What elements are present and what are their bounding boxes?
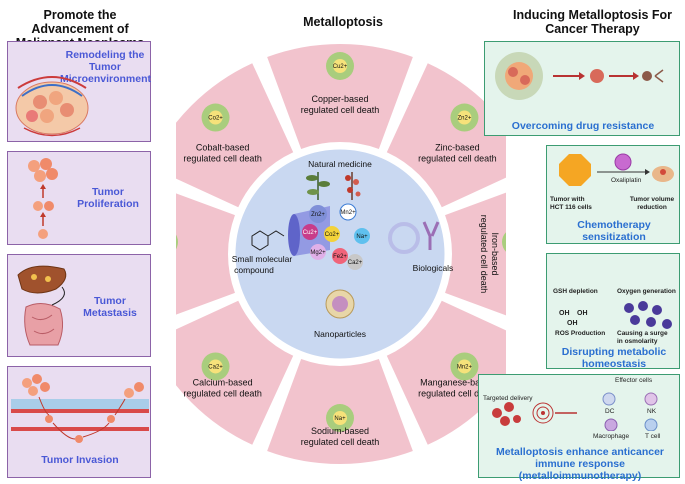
osmolarity-label: Causing a surge in osmolarity: [617, 330, 668, 345]
segment-cell-icon: [502, 232, 506, 252]
ion-label-na: Na+: [356, 234, 368, 240]
panel-title: Tumor Invasion: [41, 454, 119, 466]
macrophage-label: Macrophage: [593, 433, 630, 440]
oh-label-1: OH: [559, 310, 570, 317]
small-molecule-icon: [251, 230, 285, 251]
panel-title: Disrupting metabolic homeostasis: [561, 346, 667, 370]
effector-cells-label: Effector cells: [615, 377, 653, 384]
wheel-segment: [267, 44, 413, 149]
microenvironment-illustration: [15, 76, 89, 137]
metabolic-illustration: [624, 301, 672, 329]
panel-title: Overcoming drug resistance: [511, 120, 655, 132]
left-panel-microenvironment: Remodeling the Tumor Microenvironment: [7, 41, 151, 142]
dc-label: DC: [605, 408, 615, 415]
panel-title: Metalloptosis enhance anticancer immune …: [495, 446, 665, 482]
wheel-ring: [176, 44, 506, 464]
left-panel-invasion: Tumor Invasion: [7, 366, 151, 478]
right-panel-drug-resistance: Overcoming drug resistance: [484, 41, 680, 136]
ion-label-ca: Ca2+: [348, 260, 363, 266]
segment-ion-icon: [333, 59, 347, 73]
right-panel-immune: Targeted delivery Effector cells DC NK M…: [478, 374, 680, 482]
tumor-volume-label: Tumor volume reduction: [629, 196, 675, 211]
drug-resistance-illustration: [495, 52, 664, 100]
tumor-hct-label: Tumor with HCT 116 cells: [550, 196, 592, 211]
targeted-delivery-label: Targeted delivery: [483, 395, 533, 402]
oh-label-2: OH: [577, 310, 588, 317]
panel-title: Chemotherapy sensitization: [577, 219, 651, 243]
chemo-illustration: [559, 153, 674, 186]
wheel-segment: [176, 300, 294, 445]
wheel-segment: [176, 193, 235, 315]
segment-ion-label: Mn2+: [457, 364, 473, 370]
segment-ion-label: Na+: [334, 416, 346, 422]
wheel-segment: [176, 63, 294, 208]
ros-label: ROS Production: [555, 330, 606, 337]
biologicals-icon: [388, 221, 440, 254]
segment-ion-icon: [208, 110, 223, 125]
left-panel-proliferation: Tumor Proliferation: [7, 151, 151, 245]
metastasis-illustration: [17, 265, 67, 346]
segment-label: Iron-basedregulated cell death: [479, 215, 500, 294]
segment-ion-icon: [457, 359, 472, 374]
invasion-illustration: [11, 374, 149, 443]
ion-label-zn: Zn2+: [311, 212, 325, 218]
natural-medicine-label: Natural medicine: [308, 159, 372, 169]
oh-label-3: OH: [567, 320, 578, 327]
segment-ion-label: Zn2+: [458, 116, 472, 122]
ion-label-mg: Mg2+: [310, 250, 326, 256]
panel-title: Tumor Metastasis: [83, 295, 137, 319]
segment-ion-label: Ca2+: [208, 364, 223, 370]
right-panel-chemo: Oxaliplatin Tumor with HCT 116 cells Tum…: [546, 145, 680, 244]
gsh-label: GSH depletion: [553, 288, 598, 295]
oxaliplatin-label: Oxaliplatin: [611, 177, 642, 184]
right-panel-metabolic: GSH depletion Oxygen generation OH OH OH…: [546, 253, 680, 370]
ion-label-cu: Cu2+: [303, 230, 318, 236]
wheel-segment: [445, 192, 506, 316]
tcell-label: T cell: [645, 433, 661, 440]
ion-label-fe: Fe2+: [333, 254, 347, 260]
panel-title: Remodeling the Tumor Microenvironment: [60, 49, 152, 85]
oxygen-label: Oxygen generation: [617, 288, 676, 295]
segment-ion-icon: [457, 110, 472, 125]
segment-ion-label: Co2+: [208, 116, 223, 122]
segment-ion-icon: [333, 411, 347, 425]
segment-ion-label: Cu2+: [333, 64, 348, 70]
biologicals-label: Biologicals: [413, 263, 454, 273]
wheel-segment: [386, 63, 506, 208]
left-panel-metastasis: Tumor Metastasis: [7, 254, 151, 357]
natural-medicine-icon: [306, 172, 361, 200]
nanoparticle-icon: [325, 289, 355, 319]
nk-label: NK: [647, 408, 657, 415]
center-header: Metalloptosis: [303, 15, 383, 29]
immune-illustration: [492, 392, 658, 431]
wheel-segment: [386, 300, 506, 445]
segment-cell-icon: [176, 234, 178, 250]
segment-ion-icon: [208, 359, 223, 374]
panel-title: Tumor Proliferation: [77, 186, 139, 210]
right-header: Inducing Metalloptosis For Cancer Therap…: [512, 8, 673, 36]
proliferation-illustration: [28, 158, 58, 239]
nanoparticles-label: Nanoparticles: [314, 329, 366, 339]
ion-cluster: Zn2+ Mn2+ Cu2+ Co2+ Na+ Mg2+ Fe2+ Ca2+: [288, 203, 370, 270]
ion-label-mn: Mn2+: [340, 210, 356, 216]
ion-label-co: Co2+: [325, 232, 340, 238]
